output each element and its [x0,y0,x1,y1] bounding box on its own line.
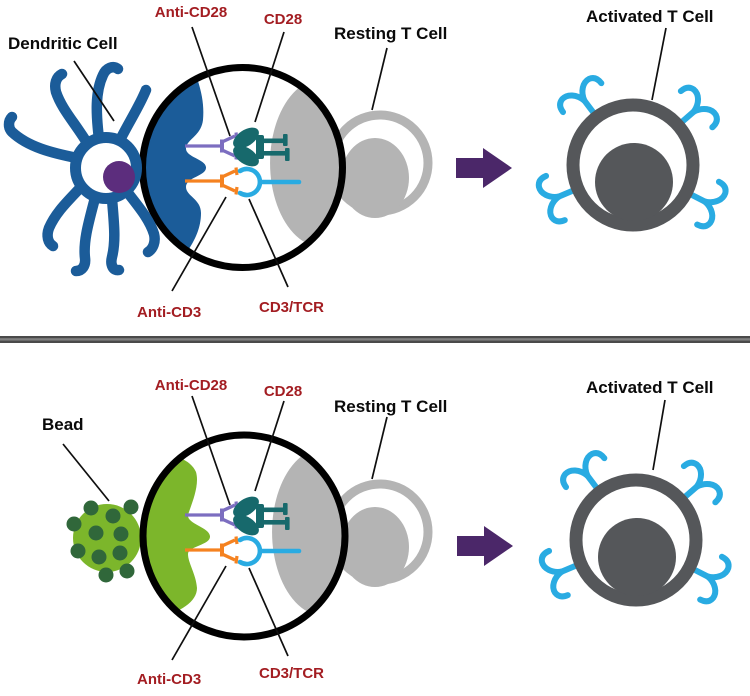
anti-cd3-label: Anti-CD3 [137,304,202,321]
resting-t-cell-label: Resting T Cell [334,24,448,43]
panel-bead [62,395,732,661]
anti-cd28-label: Anti-CD28 [154,4,228,21]
panel-divider [0,336,750,343]
cd28-label: CD28 [263,383,303,400]
dendritic-cell [3,62,160,277]
activated-t-cell-label: Activated T Cell [586,378,714,397]
panel-dendritic-cell [3,26,729,292]
zoom-lens [139,64,346,271]
zoom-circle-outline [139,64,346,271]
tcell-membrane-lens [272,448,345,616]
bead [66,499,141,583]
tcell-membrane-lens [270,79,343,247]
cd3-tcr-label: CD3/TCR [259,665,325,682]
activated-t-cell-label: Activated T Cell [586,7,714,26]
dendritic-cell-label: Dendritic Cell [8,34,118,53]
zoom-lens [139,431,349,641]
leader-lines [62,395,666,661]
zoom-circle-outline [139,431,349,641]
arrow-icon [456,148,512,188]
activated-t-cell [536,74,729,229]
bead-label: Bead [42,415,84,434]
leader-lines [73,26,667,292]
dendritic-nucleus [103,161,135,193]
anti-cd3-label: Anti-CD3 [137,671,202,688]
resting-t-cell [332,115,428,218]
resting-t-cell-label: Resting T Cell [334,397,448,416]
activated-t-cell [539,449,732,604]
anti-cd28-label: Anti-CD28 [154,377,228,394]
arrow-icon [457,526,513,566]
cd3-tcr-label: CD3/TCR [259,299,325,316]
cd28-label: CD28 [263,11,303,28]
